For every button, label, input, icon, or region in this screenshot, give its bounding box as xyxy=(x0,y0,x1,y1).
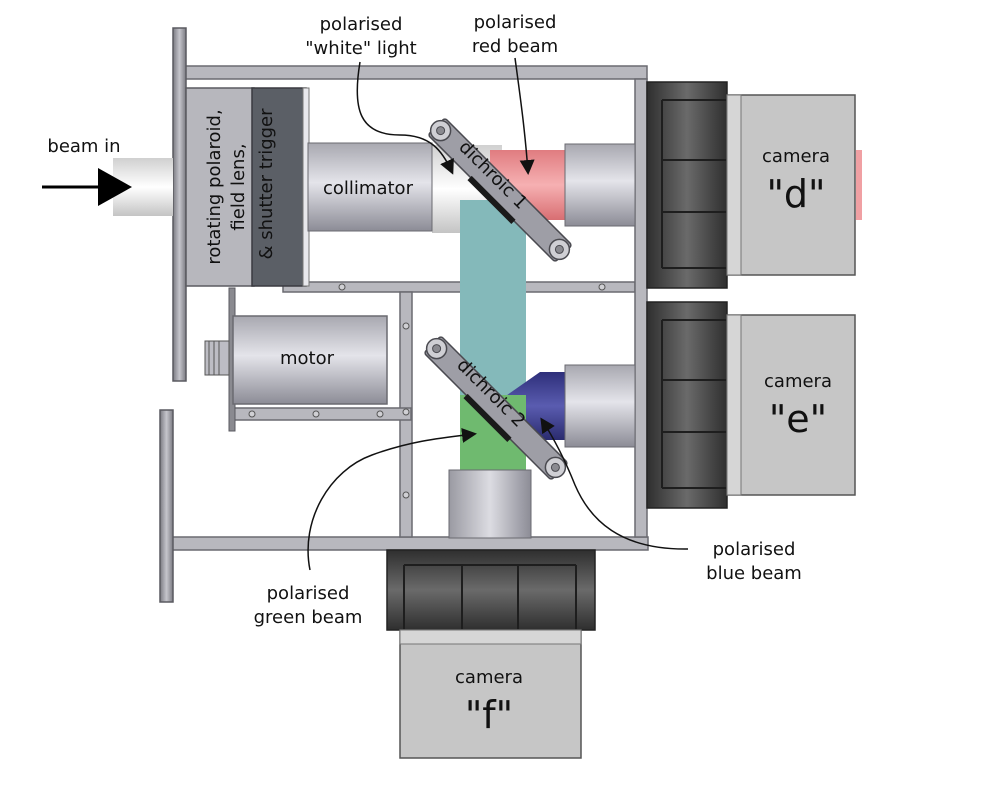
screws xyxy=(248,283,606,499)
collimator-label: collimator xyxy=(323,178,414,199)
camera-f-word: camera xyxy=(455,667,523,688)
camera-d-word: camera xyxy=(762,146,830,167)
shutter-trigger-housing xyxy=(251,87,307,287)
camera-f-lens xyxy=(386,549,596,631)
frame-mid-rail xyxy=(282,281,636,293)
blue-beam-label-line1: polarised xyxy=(713,539,796,560)
polaroid-label-line2: field lens, xyxy=(228,143,249,230)
motor-body xyxy=(232,315,388,405)
camera-e-id: "e" xyxy=(769,397,827,441)
dichroic-1-mount xyxy=(428,118,572,262)
camera-e-lens-grips xyxy=(661,319,727,489)
beam-in-label: beam in xyxy=(47,136,120,157)
blue-beam-leader xyxy=(540,417,689,550)
green-beam-label-line1: polarised xyxy=(267,583,350,604)
polaroid-label-line3: & shutter trigger xyxy=(256,108,277,260)
camera-d-lens xyxy=(646,81,728,289)
camera-d-lens-grips xyxy=(661,99,727,269)
green-beam-label-line2: green beam xyxy=(254,607,363,628)
left-plate-lower xyxy=(159,409,174,603)
white-light-leader xyxy=(356,61,454,175)
red-beam-leader xyxy=(514,57,535,175)
adapter-e xyxy=(564,364,636,448)
camera-f-id: "f" xyxy=(465,693,513,737)
polaroid-label: rotating polaroid, field lens, xyxy=(204,109,249,264)
dichroic-2-mount xyxy=(424,336,568,480)
red-beam-label-line1: polarised xyxy=(474,12,557,33)
red-beam-out xyxy=(856,150,862,220)
camera-e-body xyxy=(726,314,856,496)
camera-e-word: camera xyxy=(764,371,832,392)
frame-bottom-rail xyxy=(171,536,649,551)
white-light-label-line2: "white" light xyxy=(305,38,416,59)
camera-f-lens-grips xyxy=(403,564,577,630)
blue-beam-label-line2: blue beam xyxy=(706,563,802,584)
collimator-tube xyxy=(307,142,433,232)
adapter-f xyxy=(448,469,532,539)
polaroid-housing xyxy=(185,87,255,287)
motor-shelf xyxy=(232,407,412,421)
red-beam-label-line2: red beam xyxy=(472,36,558,57)
white-light-label-line1: polarised xyxy=(320,14,403,35)
left-plate-upper xyxy=(172,27,187,382)
polaroid-label-line1: rotating polaroid, xyxy=(204,109,225,264)
beam-in-arrow-head xyxy=(98,168,132,206)
frame-top-rail xyxy=(184,65,648,80)
adapter-d xyxy=(564,143,636,227)
camera-e-lens xyxy=(646,301,728,509)
frame-right-post xyxy=(634,78,648,538)
motor-label: motor xyxy=(280,348,335,369)
green-beam-leader xyxy=(307,427,477,571)
shutter-label: & shutter trigger xyxy=(256,108,277,260)
camera-d-id: "d" xyxy=(766,172,825,216)
